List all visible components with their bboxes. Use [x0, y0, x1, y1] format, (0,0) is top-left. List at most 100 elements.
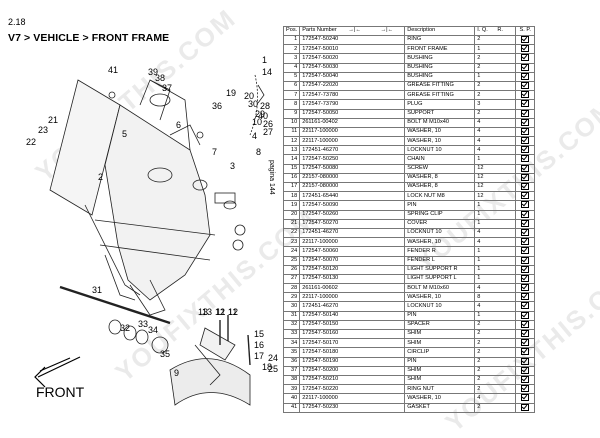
- row-checkbox[interactable]: [515, 108, 536, 119]
- row-checkbox[interactable]: [515, 44, 536, 55]
- row-checkbox[interactable]: [515, 34, 536, 46]
- row-checkbox[interactable]: [515, 200, 536, 211]
- checkmark-icon[interactable]: [521, 311, 530, 319]
- checkmark-icon[interactable]: [521, 219, 530, 227]
- row-checkbox[interactable]: [515, 126, 536, 138]
- row-checkbox[interactable]: [515, 71, 536, 82]
- checkmark-icon[interactable]: [521, 366, 530, 374]
- checkmark-icon[interactable]: [521, 100, 530, 108]
- checkmark-icon[interactable]: [521, 45, 530, 53]
- row-checkbox[interactable]: [515, 273, 536, 285]
- checkmark-icon[interactable]: [521, 339, 530, 347]
- checkmark-icon[interactable]: [521, 36, 530, 43]
- checkmark-icon[interactable]: [521, 357, 530, 365]
- checkmark-icon[interactable]: [521, 274, 530, 282]
- checkmark-icon[interactable]: [521, 192, 530, 200]
- row-checkbox[interactable]: [515, 218, 536, 229]
- row-checkbox[interactable]: [515, 246, 536, 257]
- checkmark-icon[interactable]: [521, 385, 530, 393]
- row-checkbox[interactable]: [515, 99, 536, 110]
- checkmark-icon[interactable]: [521, 146, 530, 154]
- row-checkbox[interactable]: [515, 53, 536, 64]
- row-checkbox[interactable]: [515, 181, 536, 193]
- checkmark-icon[interactable]: [521, 394, 530, 402]
- row-checkbox[interactable]: [515, 237, 536, 248]
- row-checkbox[interactable]: [515, 136, 536, 147]
- checkmark-icon[interactable]: [521, 183, 530, 190]
- row-checkbox[interactable]: [515, 402, 536, 413]
- checkmark-icon[interactable]: [521, 109, 530, 117]
- row-checkbox[interactable]: [515, 292, 536, 303]
- row-checkbox[interactable]: [515, 338, 536, 349]
- row-checkbox[interactable]: [515, 328, 536, 340]
- row-checkbox[interactable]: [515, 117, 536, 128]
- checkmark-icon[interactable]: [521, 247, 530, 255]
- checkmark-icon[interactable]: [521, 320, 530, 328]
- checkmark-icon[interactable]: [521, 265, 530, 273]
- checkmark-icon[interactable]: [521, 118, 530, 126]
- checkmark-icon[interactable]: [521, 210, 530, 218]
- row-checkbox[interactable]: [515, 154, 536, 165]
- checkmark-icon[interactable]: [521, 127, 530, 135]
- checkmark-icon[interactable]: [521, 54, 530, 62]
- row-checkbox[interactable]: [515, 90, 536, 101]
- row-checkbox[interactable]: [515, 163, 536, 174]
- row-checkbox[interactable]: [515, 255, 536, 266]
- checkmark-icon[interactable]: [521, 72, 530, 80]
- checkmark-icon[interactable]: [521, 63, 530, 71]
- row-checkbox[interactable]: [515, 172, 536, 184]
- checkmark-icon[interactable]: [521, 137, 530, 145]
- checkmark-icon[interactable]: [521, 164, 530, 172]
- row-checkbox[interactable]: [515, 301, 536, 312]
- row-checkbox[interactable]: [515, 393, 536, 404]
- checkmark-icon[interactable]: [521, 348, 530, 356]
- row-checkbox[interactable]: [515, 374, 536, 386]
- checkmark-icon[interactable]: [521, 256, 530, 264]
- row-checkbox[interactable]: [515, 145, 536, 156]
- checkmark-icon[interactable]: [521, 302, 530, 310]
- row-checkbox[interactable]: [515, 191, 536, 202]
- checkmark-icon[interactable]: [521, 375, 530, 383]
- row-checkbox[interactable]: [515, 209, 536, 220]
- checkmark-icon[interactable]: [521, 155, 530, 163]
- checkmark-icon[interactable]: [521, 173, 530, 181]
- row-checkbox[interactable]: [515, 384, 536, 395]
- checkmark-icon[interactable]: [521, 91, 530, 99]
- checkmark-icon[interactable]: [521, 284, 530, 292]
- row-checkbox[interactable]: [515, 347, 536, 358]
- checkmark-icon[interactable]: [521, 238, 530, 246]
